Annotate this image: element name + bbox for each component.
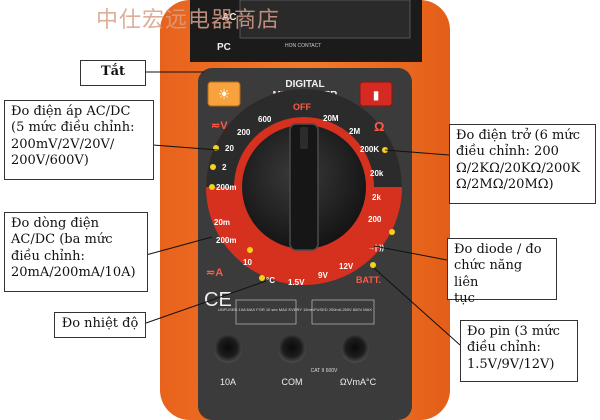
dial-off: OFF: [293, 102, 311, 112]
callout-voltage-line-1: Đo điện áp AC/DC: [11, 104, 131, 119]
callout-voltage-line-2: (5 mức điều chỉnh:: [11, 120, 135, 136]
callout-off-line-1: Tắt: [100, 64, 126, 79]
ac-label: AC: [222, 12, 236, 23]
warning-unfused: UNFUSED 10A MAX FOR 10 sec MAX EVERY 15m…: [218, 307, 314, 312]
dial-v20: 20: [225, 144, 234, 153]
callout-resistance-line-2: điều chỉnh: 200: [456, 144, 559, 160]
callout-current-line-2: AC/DC (ba mức: [11, 232, 113, 248]
callout-resistance-line-1: Đo điện trở (6 mức: [456, 128, 580, 143]
callout-diode-line-1: Đo diode / đo: [454, 242, 542, 257]
dial-a20m: 20m: [214, 218, 230, 227]
jack-10a-label: 10A: [220, 377, 236, 387]
dial-r2k: 2k: [372, 193, 381, 202]
callout-off: Tắt: [80, 60, 146, 86]
callout-current-line-1: Đo dòng điện: [11, 216, 99, 231]
title-digital: DIGITAL: [285, 79, 324, 90]
dial-diode: →|·)): [368, 245, 384, 252]
dial-bat15: 1.5V: [288, 278, 305, 287]
callout-resistance-line-4: Ω/2MΩ/20MΩ): [456, 176, 554, 192]
dial-a10: 10: [243, 258, 252, 267]
callout-battery-line-1: Đo pin (3 mức: [467, 324, 560, 339]
dial-r2m: 2M: [349, 127, 360, 136]
dial-bat9: 9V: [318, 271, 328, 280]
dial-batt: BATT.: [356, 275, 381, 285]
dial-r200k: 200K: [360, 145, 379, 154]
jack-vma[interactable]: [341, 335, 369, 363]
dial-r200: 200: [368, 215, 382, 224]
callout-diode-line-2: chức năng liên: [454, 258, 523, 290]
warning-cat: CAT II 600V: [311, 368, 338, 374]
dial-bat12: 12V: [339, 262, 354, 271]
callout-battery-line-2: điều chỉnh:: [467, 340, 541, 356]
dial-a200m: 200m: [216, 236, 236, 245]
callout-diode-line-3: tục: [454, 290, 475, 306]
callout-voltage-line-3: 200mV/2V/20V/: [11, 136, 115, 152]
dial-v200: 200: [237, 128, 251, 137]
ce-mark: CE: [204, 289, 232, 311]
callout-battery-line-3: 1.5V/9V/12V): [467, 356, 555, 372]
callout-current-line-4: 20mA/200mA/10A): [11, 264, 136, 280]
jack-10a[interactable]: [214, 335, 242, 363]
callout-temperature: Đo nhiệt độ: [54, 312, 146, 338]
dial-v-symbol: ≂V: [211, 120, 228, 132]
callout-resistance-line-3: Ω/2KΩ/20KΩ/200K: [456, 160, 581, 176]
callout-current: Đo dòng điện AC/DC (ba mức điều chỉnh: 2…: [4, 212, 148, 292]
warning-fused: FUSED 200mA 250V 600V MAX: [314, 307, 372, 312]
knob-pointer: [289, 123, 319, 251]
callout-voltage: Đo điện áp AC/DC (5 mức điều chỉnh: 200m…: [4, 100, 154, 180]
backlight-button[interactable]: [207, 81, 241, 107]
leader-lines: [145, 71, 461, 346]
callout-resistance: Đo điện trở (6 mức điều chỉnh: 200 Ω/2KΩ…: [449, 124, 596, 204]
dial-r20m: 20M: [323, 114, 339, 123]
jack-vma-label: ΩVmA°C: [340, 377, 377, 387]
dial-v600: 600: [258, 115, 272, 124]
dial-a-symbol: ≂A: [206, 267, 223, 279]
dial-v200m: 200m: [216, 183, 236, 192]
pc-label: PC: [217, 42, 231, 53]
dial-v2: 2: [222, 163, 227, 172]
flashlight-icon: ▮: [373, 88, 380, 102]
callout-diode: Đo diode / đo chức năng liên tục: [447, 238, 557, 306]
jack-com[interactable]: [278, 335, 306, 363]
dial-r20k: 20k: [370, 169, 384, 178]
watermark: 中仕宏远电器商店: [96, 8, 281, 33]
jack-com-label: COM: [282, 377, 303, 387]
callout-battery: Đo pin (3 mức điều chỉnh: 1.5V/9V/12V): [460, 320, 578, 382]
dial-temp: °C: [266, 276, 275, 285]
callout-voltage-line-4: 200V/600V): [11, 152, 89, 168]
dial-ohm-symbol: Ω: [374, 119, 384, 134]
contact-label: HON CONTACT: [285, 43, 321, 49]
callout-current-line-3: điều chỉnh:: [11, 248, 85, 264]
callout-temperature-line-1: Đo nhiệt độ: [61, 316, 139, 331]
flashlight-button[interactable]: [359, 81, 393, 107]
sun-icon: ☀: [218, 87, 231, 103]
